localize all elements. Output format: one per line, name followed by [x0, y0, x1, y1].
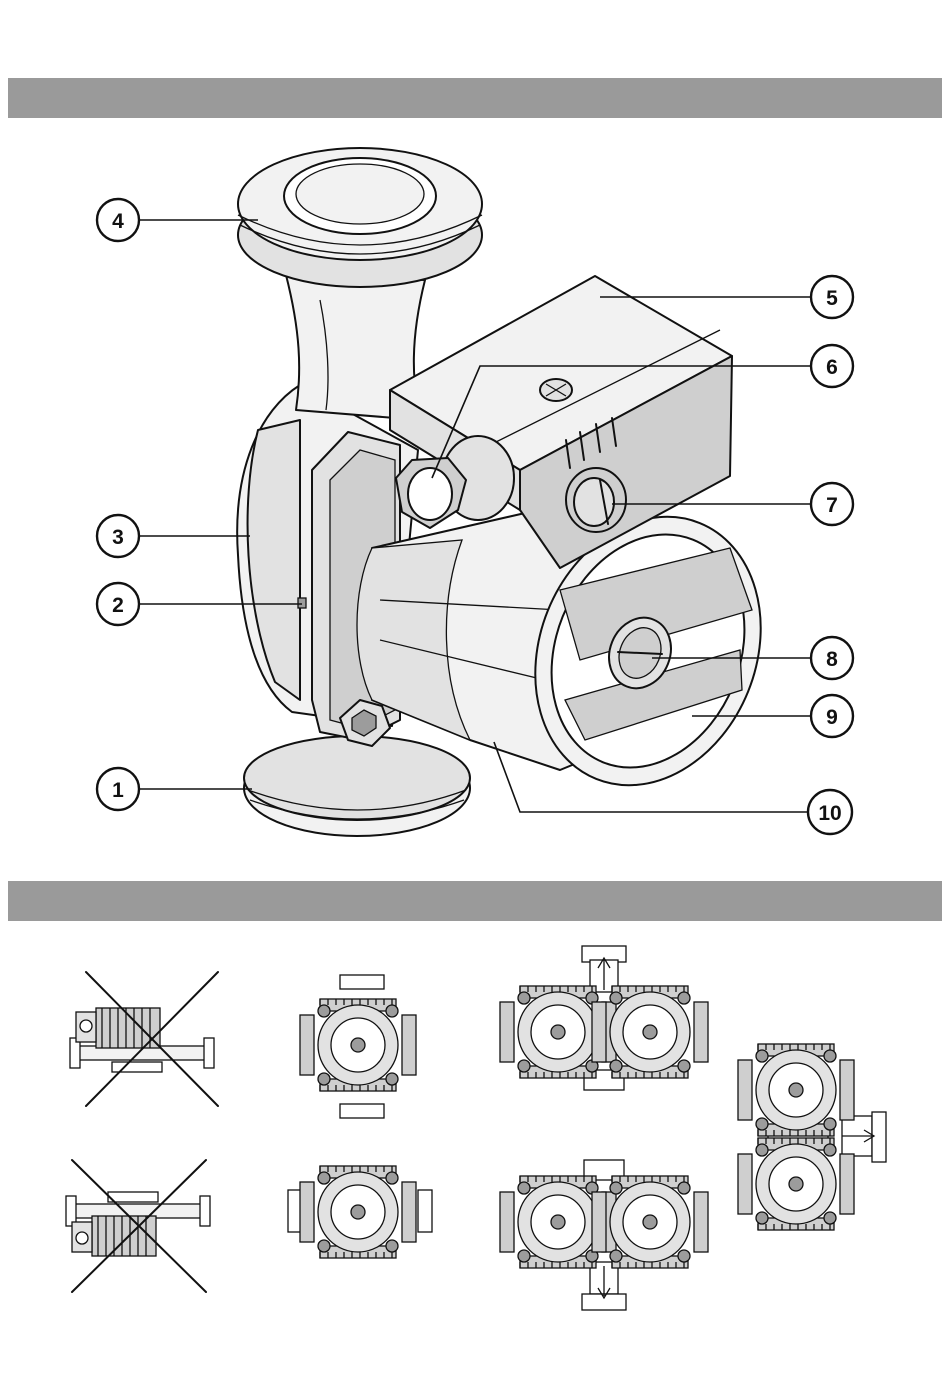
invalid-position-bottom — [66, 1160, 210, 1292]
callout-4: 4 — [97, 199, 139, 241]
pump-illustration — [237, 148, 800, 836]
callout-9: 9 — [811, 695, 853, 737]
callout-8-label: 8 — [826, 648, 838, 671]
callout-3-label: 3 — [112, 526, 124, 549]
callout-10-label: 10 — [818, 802, 841, 825]
callout-9-label: 9 — [826, 706, 838, 729]
callout-7-label: 7 — [826, 494, 838, 517]
callout-4-label: 4 — [112, 210, 124, 233]
callout-1: 1 — [97, 768, 139, 810]
callout-2: 2 — [97, 583, 139, 625]
callout-5-label: 5 — [826, 287, 838, 310]
callout-1-label: 1 — [112, 779, 124, 802]
callout-10: 10 — [808, 790, 852, 834]
callout-7: 7 — [811, 483, 853, 525]
valid-position-twin-side — [738, 1044, 886, 1230]
valid-position-single-2 — [288, 1166, 432, 1258]
callout-8: 8 — [811, 637, 853, 679]
valid-position-single-1 — [300, 975, 416, 1118]
callout-5: 5 — [811, 276, 853, 318]
callout-3: 3 — [97, 515, 139, 557]
invalid-position-top — [70, 972, 218, 1106]
callout-2-label: 2 — [112, 594, 124, 617]
callout-6-label: 6 — [826, 356, 838, 379]
valid-position-twin-up — [500, 946, 708, 1090]
callout-6: 6 — [811, 345, 853, 387]
mounting-positions — [66, 946, 886, 1310]
valid-position-twin-down — [500, 1160, 708, 1310]
